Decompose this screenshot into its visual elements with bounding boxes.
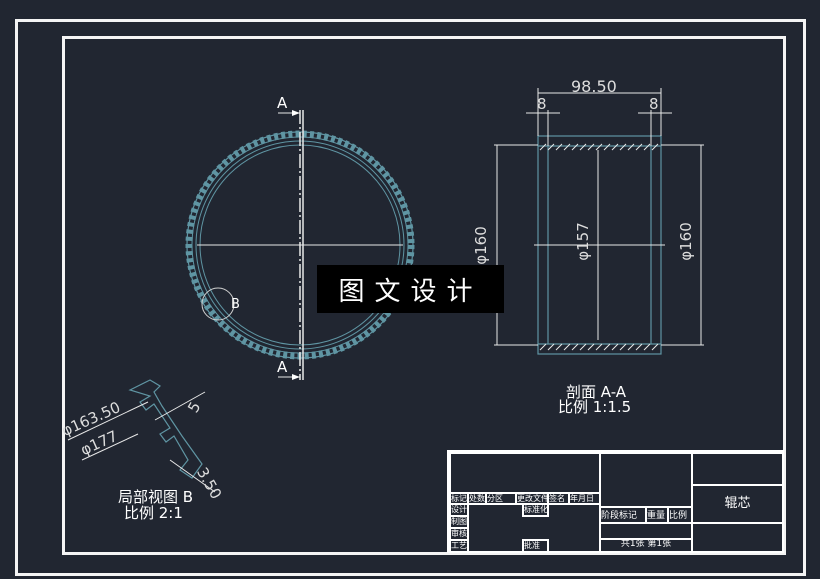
tb-header-1: 处数 — [467, 492, 487, 505]
dim-outer-right: φ160 — [676, 222, 695, 261]
tb-std: 标准化 — [522, 503, 549, 517]
detail-marker-b: B — [231, 297, 240, 312]
section-marker-bottom: A — [277, 358, 288, 376]
tb-row-process: 工艺 — [449, 539, 469, 553]
dim-inner: φ157 — [573, 222, 592, 261]
section-title: 剖面 A-A — [566, 383, 627, 401]
tb-part-name: 辊芯 — [691, 484, 784, 524]
tb-approve: 批准 — [522, 539, 549, 553]
inner-border — [62, 36, 786, 555]
detail-b-view — [128, 379, 203, 479]
outer-border — [15, 19, 806, 576]
dim-outer-left: φ160 — [471, 226, 490, 265]
detail-scale: 比例 2:1 — [124, 504, 183, 522]
tb-header-2: 分区 — [485, 492, 517, 505]
tb-header-5: 年月日 — [568, 492, 601, 505]
tb-header-4: 签名 — [547, 492, 570, 505]
dim-width: 98.50 — [571, 77, 617, 96]
tb-sheets: 共1张 第1张 — [599, 538, 693, 553]
watermark: 图文设计 — [317, 265, 504, 313]
detail-title: 局部视图 B — [118, 488, 194, 506]
detail-b-circle — [201, 287, 235, 321]
section-scale: 比例 1:1.5 — [558, 398, 632, 416]
title-block: 标记 处数 分区 更改文件号 签名 年月日 设计 制图 审核 工艺 标准化 批准… — [447, 450, 784, 553]
section-marker-top: A — [277, 94, 288, 112]
dim-left-offset: 8 — [537, 95, 547, 113]
dim-right-offset: 8 — [649, 95, 659, 113]
